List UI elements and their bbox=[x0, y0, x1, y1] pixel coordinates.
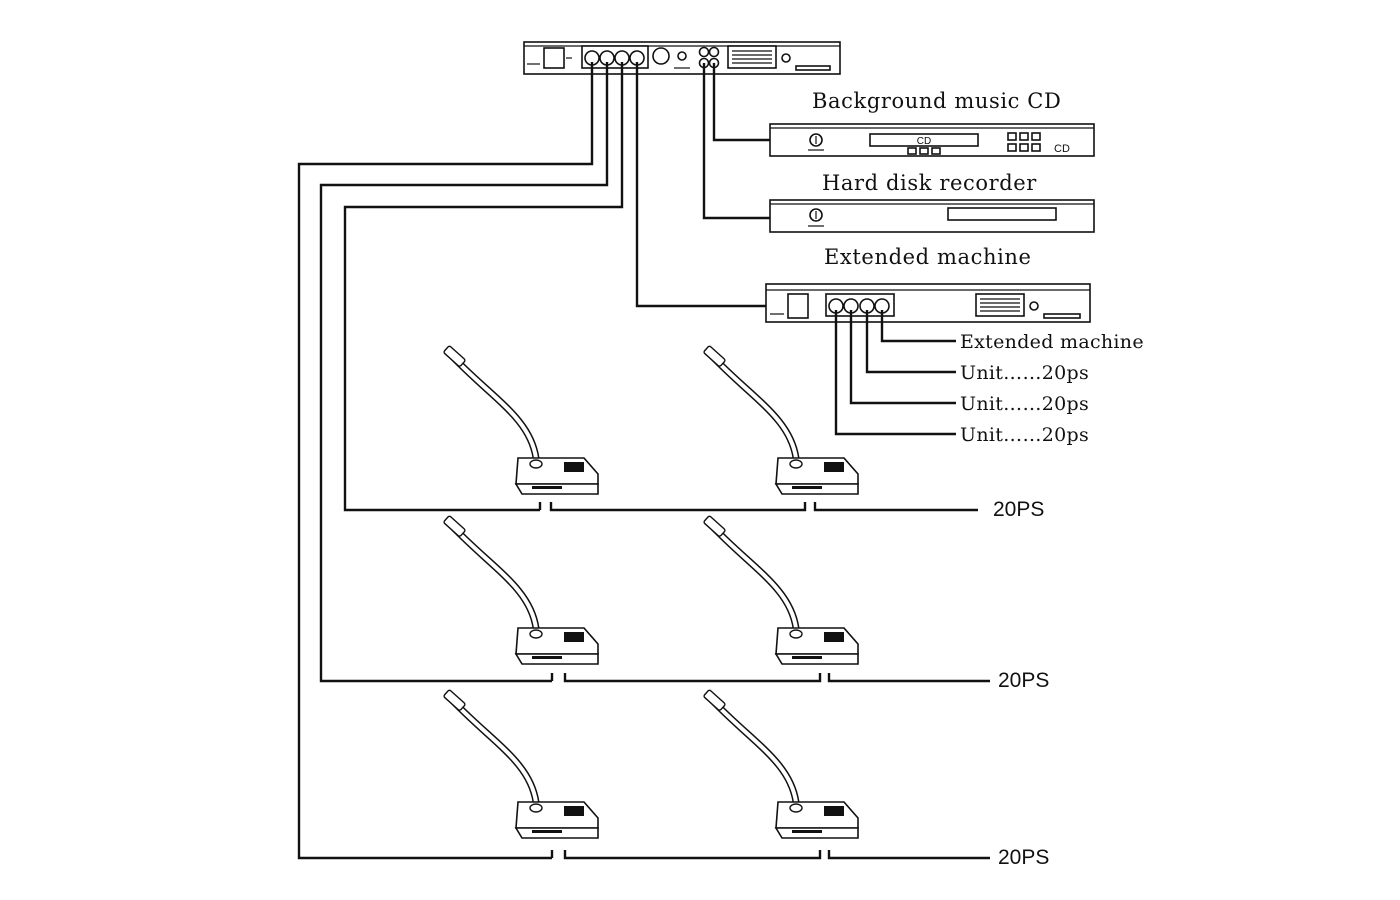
hdd-label: Hard disk recorder bbox=[822, 171, 1037, 195]
row-1-count-label: 20PS bbox=[993, 498, 1044, 521]
row-2-count-label: 20PS bbox=[998, 669, 1049, 692]
wire-to-extended-machine bbox=[635, 62, 766, 308]
ext-wire-2 bbox=[865, 310, 956, 374]
unit-row-3: 20PS bbox=[443, 690, 1049, 869]
cd-display bbox=[869, 133, 979, 147]
ext-port-label-2: Unit……20ps bbox=[960, 362, 1089, 384]
power-switch-icon bbox=[543, 47, 565, 69]
conference-unit-r3-a bbox=[443, 690, 598, 838]
rca-in-1-icon bbox=[698, 46, 710, 58]
background-music-cd-player: CD CD bbox=[769, 123, 1095, 157]
row-3-count-label: 20PS bbox=[998, 846, 1049, 869]
wire-to-hdd bbox=[702, 63, 770, 220]
unit-row-2: 20PS bbox=[443, 516, 1049, 692]
ext-wire-3 bbox=[849, 310, 956, 405]
unit-row-1: 20PS bbox=[443, 346, 1044, 521]
ground-screw-icon bbox=[781, 53, 791, 63]
ext-rating-plate-icon bbox=[975, 293, 1025, 317]
wire-to-cd bbox=[712, 63, 770, 142]
wire-to-row-2 bbox=[319, 62, 609, 683]
knob-icon bbox=[677, 51, 687, 61]
ext-port-label-1: Extended machine bbox=[960, 331, 1144, 353]
main-controller bbox=[523, 41, 841, 75]
conference-unit-r1-a bbox=[443, 346, 598, 494]
hdd-display bbox=[947, 207, 1057, 221]
ext-port-label-3: Unit……20ps bbox=[960, 393, 1089, 415]
ext-machine-label: Extended machine bbox=[824, 245, 1032, 269]
conference-unit-r1-b bbox=[703, 346, 858, 494]
conference-unit-r2-a bbox=[443, 516, 598, 664]
ext-wire-1 bbox=[880, 310, 956, 343]
ext-wire-4 bbox=[834, 310, 956, 436]
wire-to-row-1 bbox=[343, 62, 624, 512]
ext-power-switch-icon bbox=[787, 293, 809, 319]
cd-tag: CD bbox=[1054, 143, 1070, 155]
extended-machine bbox=[765, 283, 1091, 323]
cd-display-text: CD bbox=[917, 136, 931, 147]
rca-in-2-icon bbox=[708, 46, 720, 58]
conference-unit-r3-b bbox=[703, 690, 858, 838]
hard-disk-recorder bbox=[769, 199, 1095, 233]
cd-player-label: Background music CD bbox=[812, 89, 1061, 113]
rating-plate-icon bbox=[727, 45, 777, 69]
ext-port-label-4: Unit……20ps bbox=[960, 424, 1089, 446]
conference-unit-r2-b bbox=[703, 516, 858, 664]
ext-ground-screw-icon bbox=[1029, 301, 1039, 311]
wire-to-row-3 bbox=[297, 62, 594, 860]
xlr-port-icon bbox=[652, 47, 670, 65]
